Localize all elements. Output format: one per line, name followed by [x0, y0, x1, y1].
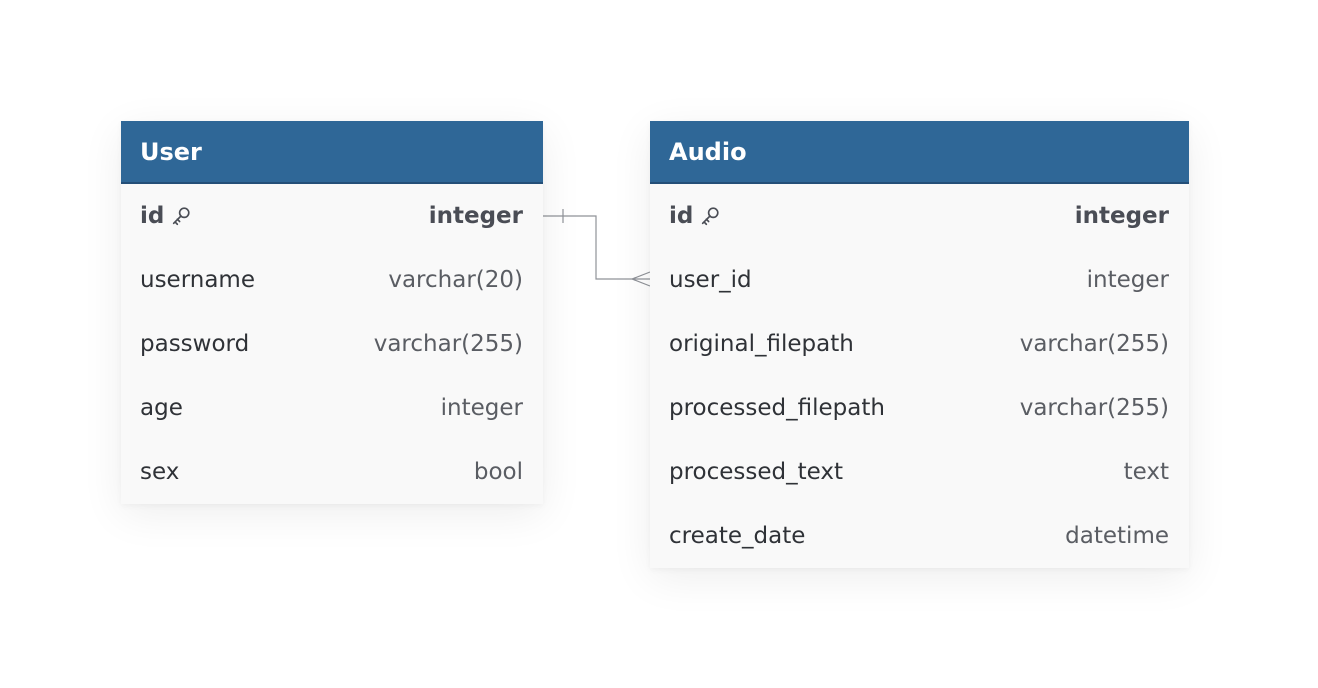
audio-field-row-user-id[interactable]: user_id integer [650, 248, 1189, 312]
field-name: username [140, 267, 255, 293]
audio-table-header[interactable]: Audio [650, 121, 1189, 184]
user-field-row-password[interactable]: password varchar(255) [121, 312, 543, 376]
field-type: varchar(20) [388, 267, 523, 293]
audio-table[interactable]: Audio id integer user_id integer origina… [650, 121, 1189, 568]
field-type: integer [1086, 267, 1169, 293]
field-name: id [140, 203, 165, 229]
field-type: integer [428, 203, 523, 229]
audio-field-row-processed-filepath[interactable]: processed_filepath varchar(255) [650, 376, 1189, 440]
field-type: bool [473, 459, 523, 485]
field-type: varchar(255) [1019, 331, 1169, 357]
field-name: original_filepath [669, 331, 854, 357]
user-field-row-username[interactable]: username varchar(20) [121, 248, 543, 312]
audio-table-title: Audio [669, 137, 747, 166]
field-name: password [140, 331, 250, 357]
user-table[interactable]: User id integer username varchar(20) pas… [121, 121, 543, 504]
field-name: user_id [669, 267, 752, 293]
audio-field-row-processed-text[interactable]: processed_text text [650, 440, 1189, 504]
key-icon [173, 207, 190, 226]
field-name: processed_text [669, 459, 844, 485]
field-name: create_date [669, 523, 806, 549]
field-type: varchar(255) [373, 331, 523, 357]
key-icon [702, 207, 719, 226]
many-marker [631, 271, 651, 287]
field-name: sex [140, 459, 180, 485]
field-type: integer [440, 395, 523, 421]
field-name: processed_filepath [669, 395, 885, 421]
user-table-header[interactable]: User [121, 121, 543, 184]
audio-field-row-original-filepath[interactable]: original_filepath varchar(255) [650, 312, 1189, 376]
user-field-row-id[interactable]: id integer [121, 184, 543, 248]
field-type: text [1123, 459, 1169, 485]
user-field-row-sex[interactable]: sex bool [121, 440, 543, 504]
user-field-row-age[interactable]: age integer [121, 376, 543, 440]
field-name: age [140, 395, 183, 421]
field-type: integer [1074, 203, 1169, 229]
field-name: id [669, 203, 694, 229]
audio-field-row-create-date[interactable]: create_date datetime [650, 504, 1189, 568]
field-type: varchar(255) [1019, 395, 1169, 421]
user-table-title: User [140, 137, 202, 166]
audio-field-row-id[interactable]: id integer [650, 184, 1189, 248]
field-type: datetime [1065, 523, 1169, 549]
